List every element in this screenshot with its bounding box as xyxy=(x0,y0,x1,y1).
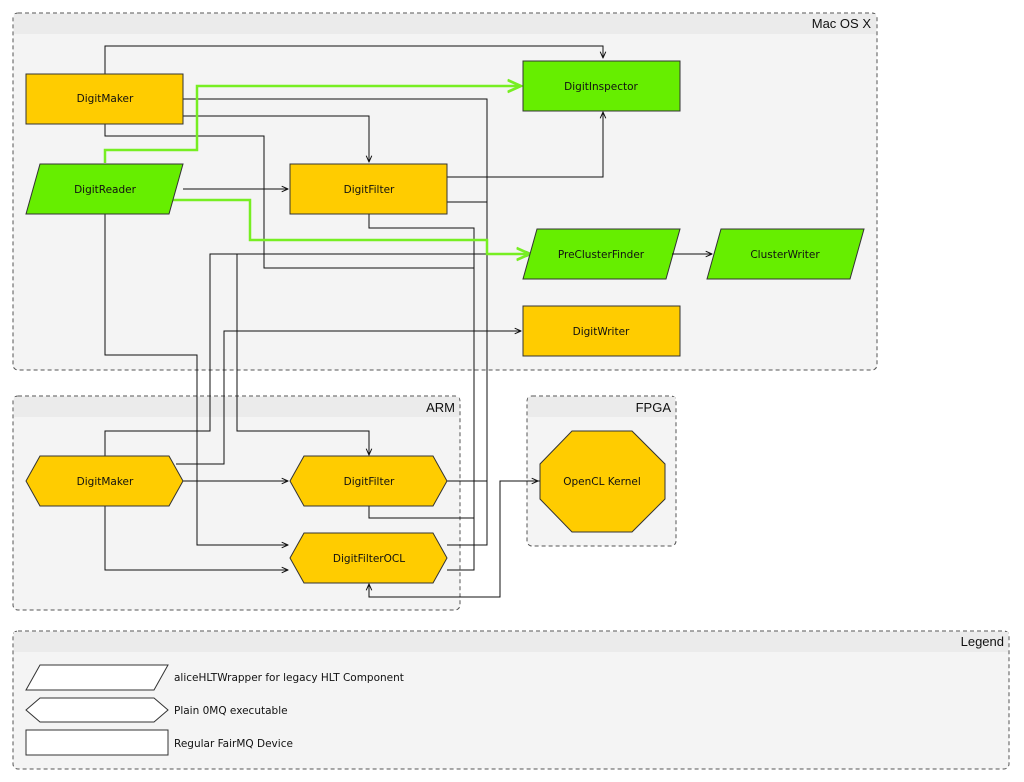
node-label: DigitInspector xyxy=(564,81,638,93)
hl-reader-inspector xyxy=(103,86,521,163)
node-arm-digit-filter-ocl[interactable]: DigitFilterOCL xyxy=(289,532,448,584)
group-label-legend: Legend xyxy=(961,634,1004,649)
node-label: DigitMaker xyxy=(77,476,134,488)
legend-label: aliceHLTWrapper for legacy HLT Component xyxy=(174,672,404,684)
node-label: DigitWriter xyxy=(573,326,630,338)
node-label: PreClusterFinder xyxy=(558,249,645,261)
node-mac-digit-filter[interactable]: DigitFilter xyxy=(289,163,448,215)
node-label: DigitReader xyxy=(74,184,137,196)
legend-label: Plain 0MQ executable xyxy=(174,705,288,717)
conn-maker-inspector xyxy=(104,45,603,74)
node-arm-digit-filter[interactable]: DigitFilter xyxy=(289,455,448,507)
node-label: DigitFilterOCL xyxy=(333,553,405,565)
conn-armmaker-precluster xyxy=(104,254,530,456)
node-digit-writer[interactable]: DigitWriter xyxy=(522,305,681,357)
node-mac-digit-maker[interactable]: DigitMaker xyxy=(25,73,184,125)
conn-armfilter-bottom xyxy=(368,506,474,519)
node-pre-cluster-finder[interactable]: PreClusterFinder xyxy=(522,228,681,280)
connections xyxy=(104,45,603,598)
conn-mac-armfilter xyxy=(236,254,369,455)
node-mac-digit-reader[interactable]: DigitReader xyxy=(25,163,184,215)
legend-hlt-wrapper: aliceHLTWrapper for legacy HLT Component xyxy=(25,664,404,691)
node-label: OpenCL Kernel xyxy=(563,476,641,488)
conn-filter-inspector xyxy=(447,112,603,178)
node-opencl-kernel[interactable]: OpenCL Kernel xyxy=(539,430,666,533)
conn-filter-down xyxy=(368,214,475,300)
node-label: DigitFilter xyxy=(344,476,395,488)
conn-maker-filter xyxy=(183,115,369,162)
conn-armmaker-writer xyxy=(176,331,521,465)
conn-reader-arm xyxy=(104,214,288,545)
legend-label: Regular FairMQ Device xyxy=(174,738,293,750)
conn-maker-precluster xyxy=(104,124,475,571)
conn-armmaker-filterocl xyxy=(104,506,288,570)
conn-maker-filterocl xyxy=(183,98,488,546)
node-digit-inspector[interactable]: DigitInspector xyxy=(522,60,681,112)
group-legend: Legend xyxy=(12,630,1010,770)
group-label-fpga: FPGA xyxy=(636,400,672,415)
legend-fairmq-device: Regular FairMQ Device xyxy=(25,729,293,756)
node-arm-digit-maker[interactable]: DigitMaker xyxy=(25,455,184,507)
node-label: ClusterWriter xyxy=(750,249,820,261)
group-label-arm: ARM xyxy=(426,400,455,415)
hl-reader-precluster xyxy=(173,198,530,254)
node-cluster-writer[interactable]: ClusterWriter xyxy=(706,228,865,280)
node-label: DigitFilter xyxy=(344,184,395,196)
group-label-macosx: Mac OS X xyxy=(812,16,872,31)
node-label: DigitMaker xyxy=(77,93,134,105)
legend-zmq-executable: Plain 0MQ executable xyxy=(25,697,288,723)
highlight-connections xyxy=(103,86,530,254)
